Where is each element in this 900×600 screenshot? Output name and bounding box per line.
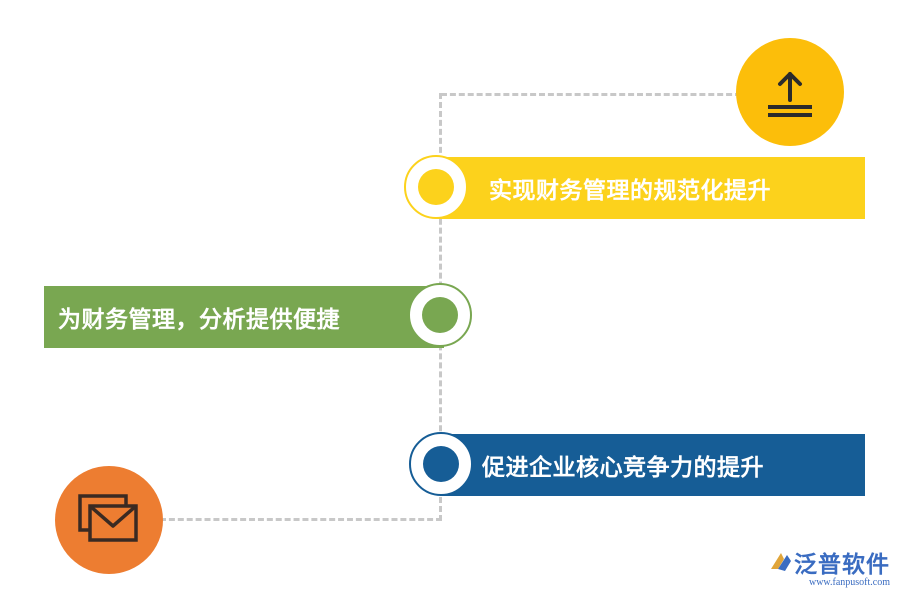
mail-circle: [55, 466, 163, 574]
mail-icon: [78, 494, 138, 542]
logo-text: 泛普软件: [794, 552, 890, 578]
item-label-3: 促进企业核心竞争力的提升: [482, 455, 764, 481]
item-marker-2: [408, 283, 472, 347]
item-label-1: 实现财务管理的规范化提升: [489, 178, 771, 204]
connector-top-horizontal: [441, 93, 741, 96]
connector-bottom-horizontal: [160, 518, 442, 521]
item-banner-2: 为财务管理，分析提供便捷: [44, 286, 444, 348]
item-banner-1: 实现财务管理的规范化提升: [437, 157, 865, 219]
item-marker-3: [409, 432, 473, 496]
logo-mark-icon: [771, 553, 791, 571]
upload-icon: [768, 72, 812, 117]
item-label-2: 为财务管理，分析提供便捷: [58, 307, 340, 333]
item-marker-1: [404, 155, 468, 219]
item-banner-3: 促进企业核心竞争力的提升: [440, 434, 865, 496]
upload-circle: [736, 38, 844, 146]
brand-logo: 泛普软件 www.fanpusoft.com: [768, 545, 890, 588]
logo-url: www.fanpusoft.com: [808, 577, 890, 588]
